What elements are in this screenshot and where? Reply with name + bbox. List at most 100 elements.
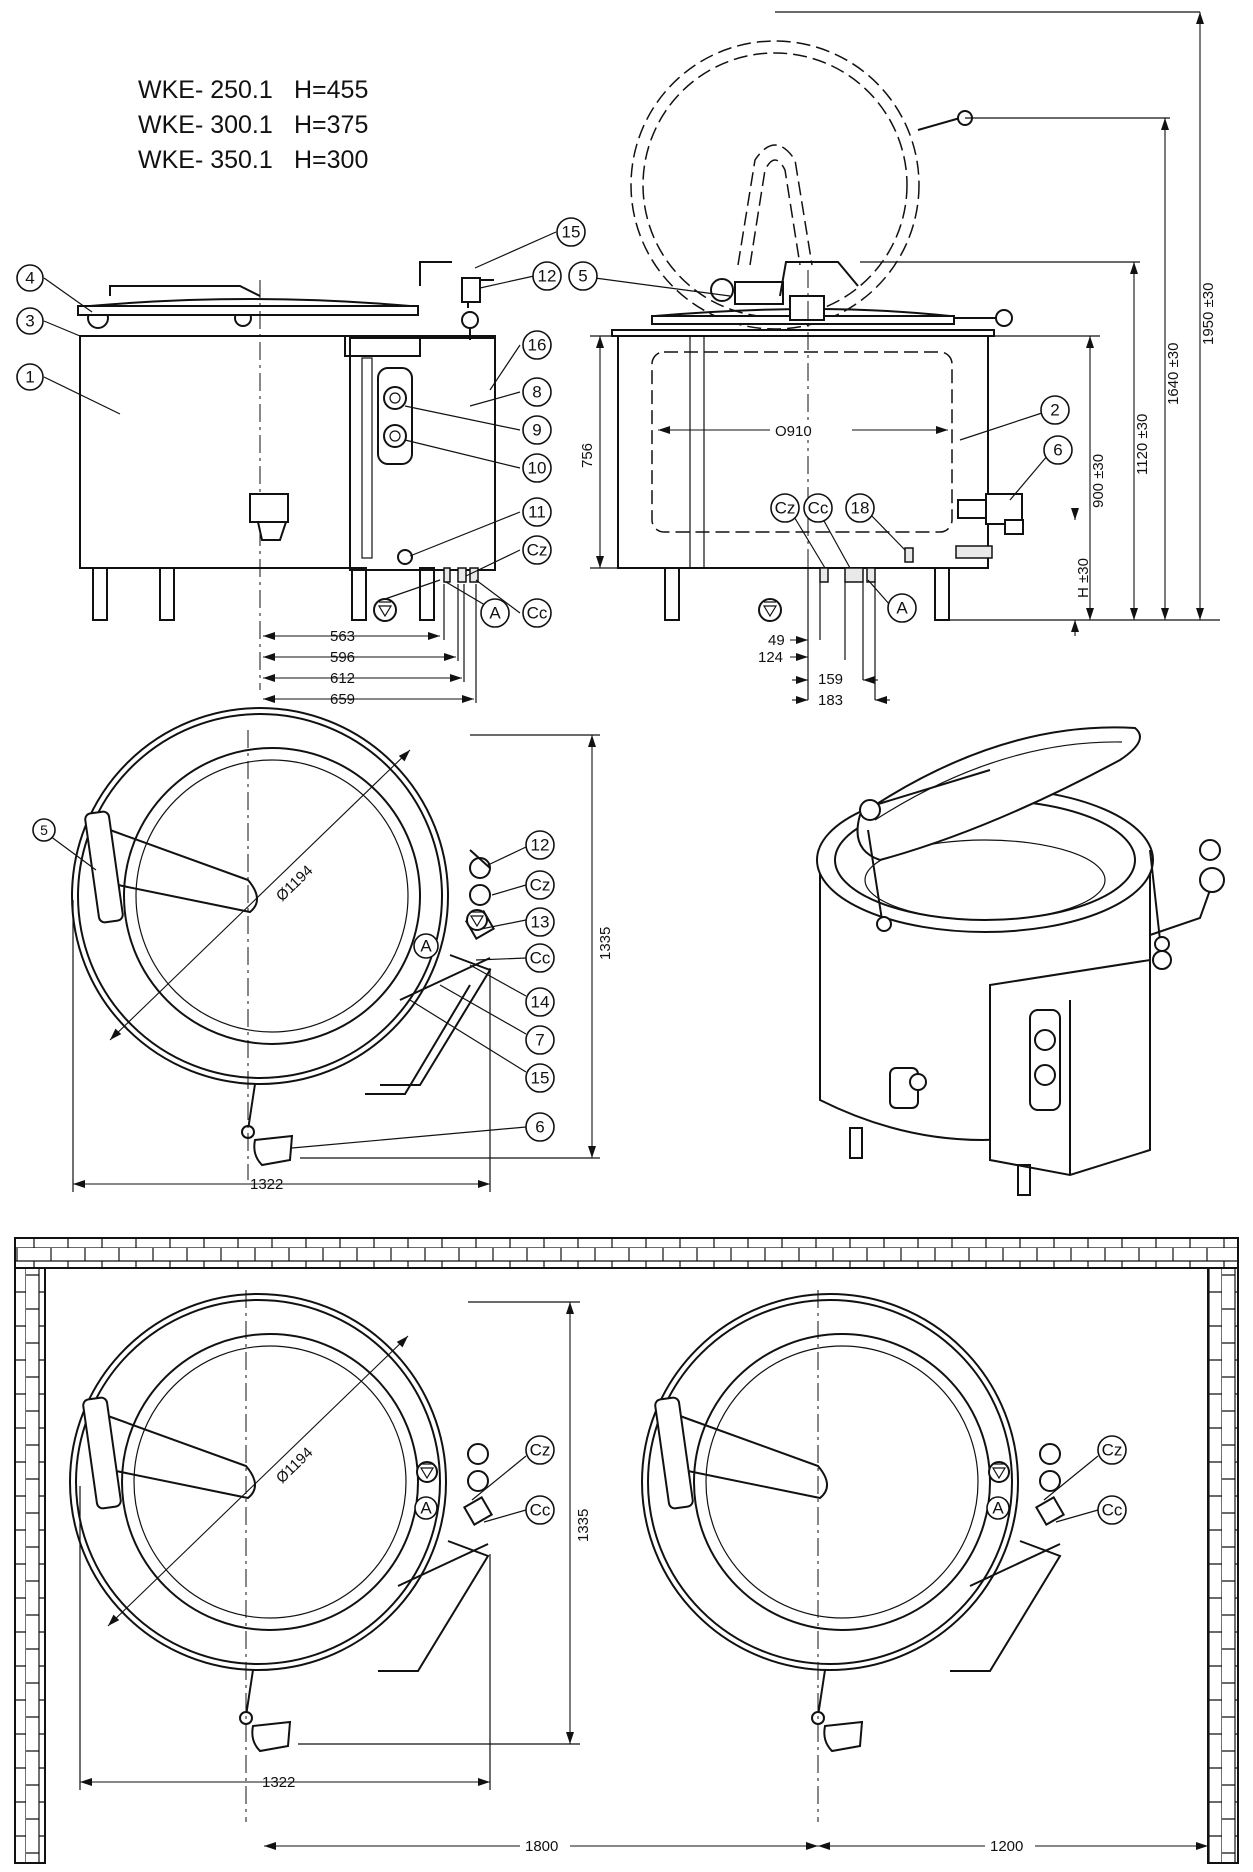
callout-12: 12 — [525, 830, 555, 860]
plan-dim-1322: 1322 — [262, 1774, 295, 1791]
svg-text:Cz: Cz — [1102, 1441, 1123, 1460]
model-h-2: H=375 — [294, 111, 368, 139]
leg — [664, 567, 680, 621]
control-panel — [377, 367, 413, 465]
callout-a: A — [986, 1496, 1010, 1520]
leg — [92, 567, 108, 621]
svg-text:A: A — [992, 1499, 1004, 1518]
callout-a: A — [887, 593, 917, 623]
callout-14: 14 — [525, 987, 555, 1017]
callout-a: A — [480, 598, 510, 628]
callout-15: 15 — [525, 1063, 555, 1093]
model-name-3: WKE- 350.1 — [138, 146, 273, 174]
svg-text:9: 9 — [532, 421, 541, 440]
dim-49: 49 — [768, 632, 785, 649]
front-rim — [77, 305, 419, 316]
svg-text:A: A — [896, 599, 908, 618]
callout-5: 5 — [568, 261, 598, 291]
svg-text:A: A — [420, 937, 432, 956]
callout-4: 4 — [16, 264, 44, 292]
connection-a — [443, 567, 451, 583]
top-dim-1322: 1322 — [250, 1176, 283, 1193]
svg-text:8: 8 — [532, 383, 541, 402]
callout-6: 6 — [1043, 435, 1073, 465]
dim-563: 563 — [330, 628, 355, 645]
callout-2: 2 — [1040, 395, 1070, 425]
svg-text:5: 5 — [578, 267, 587, 286]
side-body — [617, 335, 989, 569]
wall-left — [14, 1267, 46, 1864]
plan-kettle-left: Ø1194 1335 1322 — [69, 1290, 592, 1822]
callout-cc: Cc — [803, 493, 833, 523]
wall-top — [14, 1237, 1239, 1269]
svg-text:Cz: Cz — [530, 876, 551, 895]
callout-5: 5 — [32, 818, 56, 842]
callout-a: A — [413, 933, 439, 959]
plan-dia-1194: Ø1194 — [273, 1444, 316, 1487]
model-h-3: H=300 — [294, 146, 368, 174]
top-lid-handle — [109, 829, 258, 914]
side-lid-handle-knob — [995, 309, 1013, 327]
dim-159: 159 — [818, 671, 843, 688]
plan-dim-1800: 1800 — [525, 1838, 558, 1855]
dim-124: 124 — [758, 649, 783, 666]
dim-1120: 1120 ±30 — [1134, 414, 1151, 475]
front-lid — [89, 298, 411, 307]
side-drain-symbol — [758, 598, 782, 622]
svg-text:14: 14 — [531, 993, 550, 1012]
dim-900: 900 ±30 — [1090, 454, 1107, 508]
callout-cz: Cz — [525, 1435, 555, 1465]
svg-text:11: 11 — [528, 503, 546, 522]
model-name-2: WKE- 300.1 — [138, 111, 273, 139]
top-view: Ø1194 1335 1322 5 12 Cz 13 A Cc 14 7 — [32, 707, 614, 1193]
svg-text:3: 3 — [25, 312, 34, 331]
dim-910: O910 — [775, 423, 812, 440]
model-height-table: WKE- 250.1 H=455 WKE- 300.1 H=375 WKE- 3… — [138, 76, 368, 174]
svg-text:6: 6 — [535, 1118, 544, 1137]
callout-a: A — [414, 1496, 438, 1520]
plan-dim-1335: 1335 — [575, 1509, 592, 1542]
dim-612: 612 — [330, 670, 355, 687]
svg-text:12: 12 — [531, 836, 550, 855]
svg-text:1: 1 — [25, 368, 34, 387]
model-h-1: H=455 — [294, 76, 368, 104]
callout-cc: Cc — [1097, 1495, 1127, 1525]
callout-3: 3 — [16, 307, 44, 335]
front-drain-tap — [249, 493, 289, 523]
leg — [934, 567, 950, 621]
svg-text:5: 5 — [40, 822, 48, 838]
callout-cz: Cz — [525, 870, 555, 900]
svg-text:A: A — [489, 604, 501, 623]
control-knob-upper — [383, 386, 407, 410]
callout-9: 9 — [522, 415, 552, 445]
svg-text:2: 2 — [1050, 401, 1059, 420]
callout-6: 6 — [525, 1112, 555, 1142]
svg-text:A: A — [420, 1499, 432, 1518]
callout-13: 13 — [525, 907, 555, 937]
top-inner-pot — [123, 747, 421, 1045]
svg-text:7: 7 — [535, 1031, 544, 1050]
callout-cz: Cz — [770, 493, 800, 523]
water-faucet — [419, 261, 452, 286]
front-leaders — [43, 231, 557, 614]
drain-valve — [397, 549, 413, 565]
dim-659: 659 — [330, 691, 355, 708]
callout-7: 7 — [525, 1025, 555, 1055]
top-outer-rim — [71, 707, 449, 1085]
leg — [351, 567, 367, 621]
wall-right — [1207, 1267, 1239, 1864]
plan-kettle-right — [641, 1290, 1099, 1822]
callout-18: 18 — [845, 493, 875, 523]
callout-cc: Cc — [525, 943, 555, 973]
dim-596: 596 — [330, 649, 355, 666]
callout-cz: Cz — [522, 535, 552, 565]
svg-text:4: 4 — [25, 269, 34, 288]
front-view: 563 596 612 659 — [16, 217, 586, 708]
leg — [159, 567, 175, 621]
callout-cc: Cc — [525, 1495, 555, 1525]
control-knob-lower — [383, 424, 407, 448]
svg-text:Cz: Cz — [775, 499, 796, 518]
inner-pot-outline — [651, 351, 953, 533]
svg-text:Cc: Cc — [808, 499, 829, 518]
svg-text:Cz: Cz — [530, 1441, 551, 1460]
